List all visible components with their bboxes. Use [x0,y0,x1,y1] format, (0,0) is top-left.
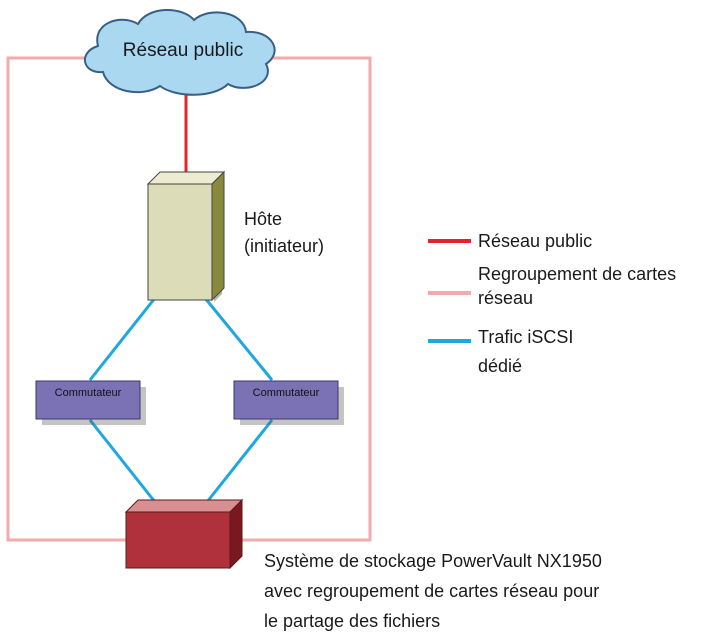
public-network-cloud: Réseau public [83,8,276,96]
storage-array: Système de stockage PowerVault NX1950 av… [124,498,602,631]
storage-label-line1: Système de stockage PowerVault NX1950 [264,551,602,571]
legend-label-iscsi-line2: dédié [478,356,522,376]
storage-top [124,499,244,513]
host-side [211,170,225,302]
host-server: Hôte (initiateur) [146,170,324,302]
storage-side [229,498,243,570]
iscsi-links [88,297,274,503]
iscsi-link-host-right [203,297,274,381]
host-top [146,171,226,185]
legend: Réseau public Regroupement de cartes rés… [428,231,676,376]
legend-label-nic-teaming-line2: réseau [478,288,533,308]
cloud-label: Réseau public [123,40,243,61]
nic-teaming-links [6,56,372,542]
cloud-shape [83,8,276,96]
iscsi-link-left-storage [88,419,157,503]
legend-label-nic-teaming-line1: Regroupement de cartes [478,264,676,284]
storage-label-line3: le partage des fichiers [264,611,440,631]
nic-teaming-link-left [6,56,130,542]
switch-left: Commutateur [35,380,146,425]
host-label-line1: Hôte [244,209,282,229]
legend-label-public-network: Réseau public [478,231,592,251]
storage-front [125,511,231,569]
switch-right-label: Commutateur [253,387,320,399]
nic-teaming-link-right [240,56,372,542]
legend-label-iscsi-line1: Trafic iSCSI [478,327,573,347]
iscsi-link-right-storage [205,419,274,503]
switch-right: Commutateur [233,380,344,425]
switch-left-label: Commutateur [55,387,122,399]
host-label-line2: (initiateur) [244,236,324,256]
host-front [147,183,213,301]
switch-left-box [35,380,141,420]
switch-right-box [233,380,339,420]
storage-label-line2: avec regroupement de cartes réseau pour [264,581,599,601]
iscsi-link-host-left [88,297,157,381]
